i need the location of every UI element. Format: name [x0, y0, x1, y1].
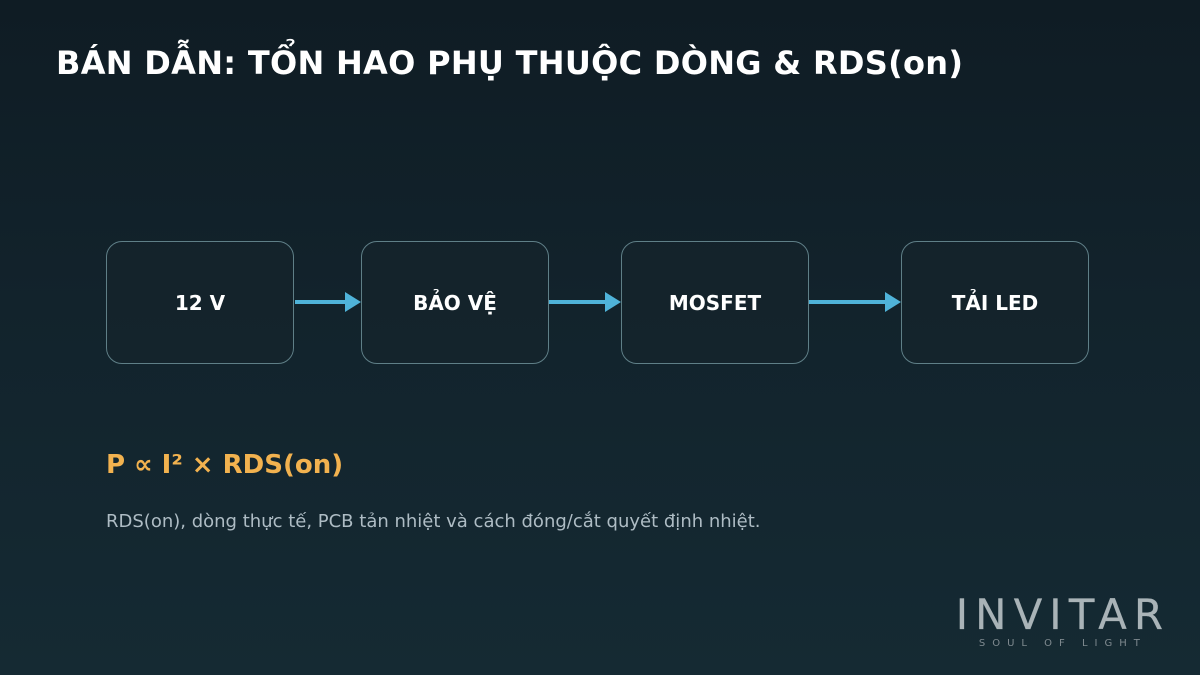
flow-node-12v: 12 V [106, 241, 294, 364]
flow-node-label: BẢO VỆ [413, 290, 497, 315]
formula-description: RDS(on), dòng thực tế, PCB tản nhiệt và … [106, 511, 761, 532]
power-loss-formula: P ∝ I² × RDS(on) [106, 450, 344, 480]
flow-node-tai-led: TẢI LED [901, 241, 1089, 364]
logo-tagline: SOUL OF LIGHT [978, 638, 1147, 649]
flow-node-label: 12 V [174, 290, 226, 315]
flow-node-bao-ve: BẢO VỆ [361, 241, 549, 364]
invitar-logo: INVITAR SOUL OF LIGHT [955, 590, 1170, 649]
flow-node-label: TẢI LED [951, 290, 1039, 315]
logo-wordmark: INVITAR [955, 590, 1170, 639]
flow-arrow-3 [809, 292, 901, 312]
flow-arrow-2 [549, 292, 621, 312]
slide-title: BÁN DẪN: TỔN HAO PHỤ THUỘC DÒNG & RDS(on… [56, 44, 964, 82]
flow-arrow-1 [295, 292, 361, 312]
flow-node-mosfet: MOSFET [621, 241, 809, 364]
flow-node-label: MOSFET [668, 290, 762, 315]
